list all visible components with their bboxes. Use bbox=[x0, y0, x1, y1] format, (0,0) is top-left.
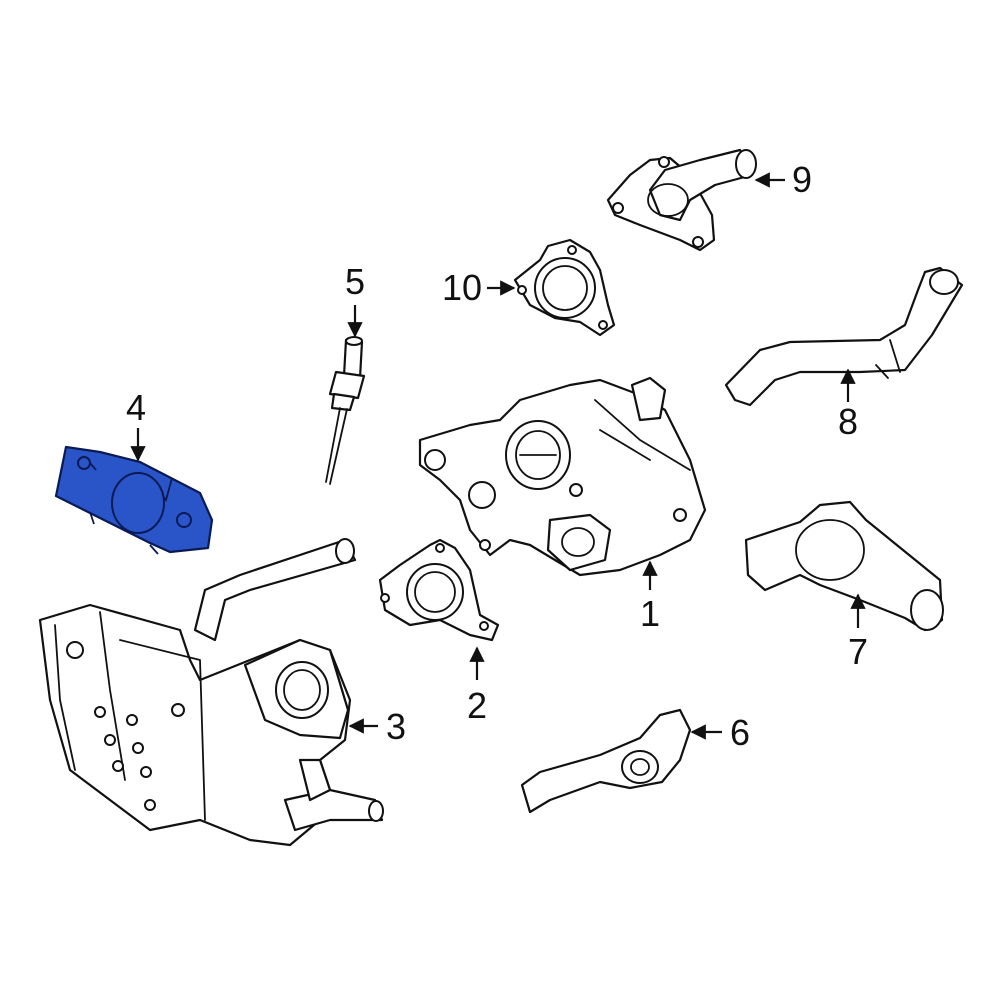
callout-10: 10 bbox=[442, 267, 482, 308]
callout-4: 4 bbox=[126, 387, 146, 428]
leader-lines bbox=[130, 172, 866, 740]
callout-9: 9 bbox=[792, 159, 812, 200]
callout-3: 3 bbox=[386, 706, 406, 747]
part-8-pipe[interactable] bbox=[724, 266, 964, 407]
part-10-gasket[interactable] bbox=[513, 238, 616, 337]
part-3-egr-cooler[interactable] bbox=[38, 538, 384, 847]
part-2-gasket[interactable] bbox=[378, 538, 500, 642]
part-4-gasket[interactable] bbox=[54, 445, 214, 555]
part-9-pipe-fitting[interactable] bbox=[606, 148, 757, 252]
part-5-sensor[interactable] bbox=[325, 336, 366, 485]
callout-labels: 1 2 3 4 5 6 7 8 9 10 bbox=[126, 159, 868, 753]
part-1-egr-valve[interactable] bbox=[418, 376, 707, 577]
callout-5: 5 bbox=[345, 261, 365, 302]
callout-6: 6 bbox=[730, 712, 750, 753]
callout-7: 7 bbox=[848, 631, 868, 672]
callout-1: 1 bbox=[640, 593, 660, 634]
part-7-hose[interactable] bbox=[744, 500, 944, 632]
callout-2: 2 bbox=[467, 685, 487, 726]
part-6-hose[interactable] bbox=[520, 708, 692, 814]
callout-8: 8 bbox=[838, 401, 858, 442]
